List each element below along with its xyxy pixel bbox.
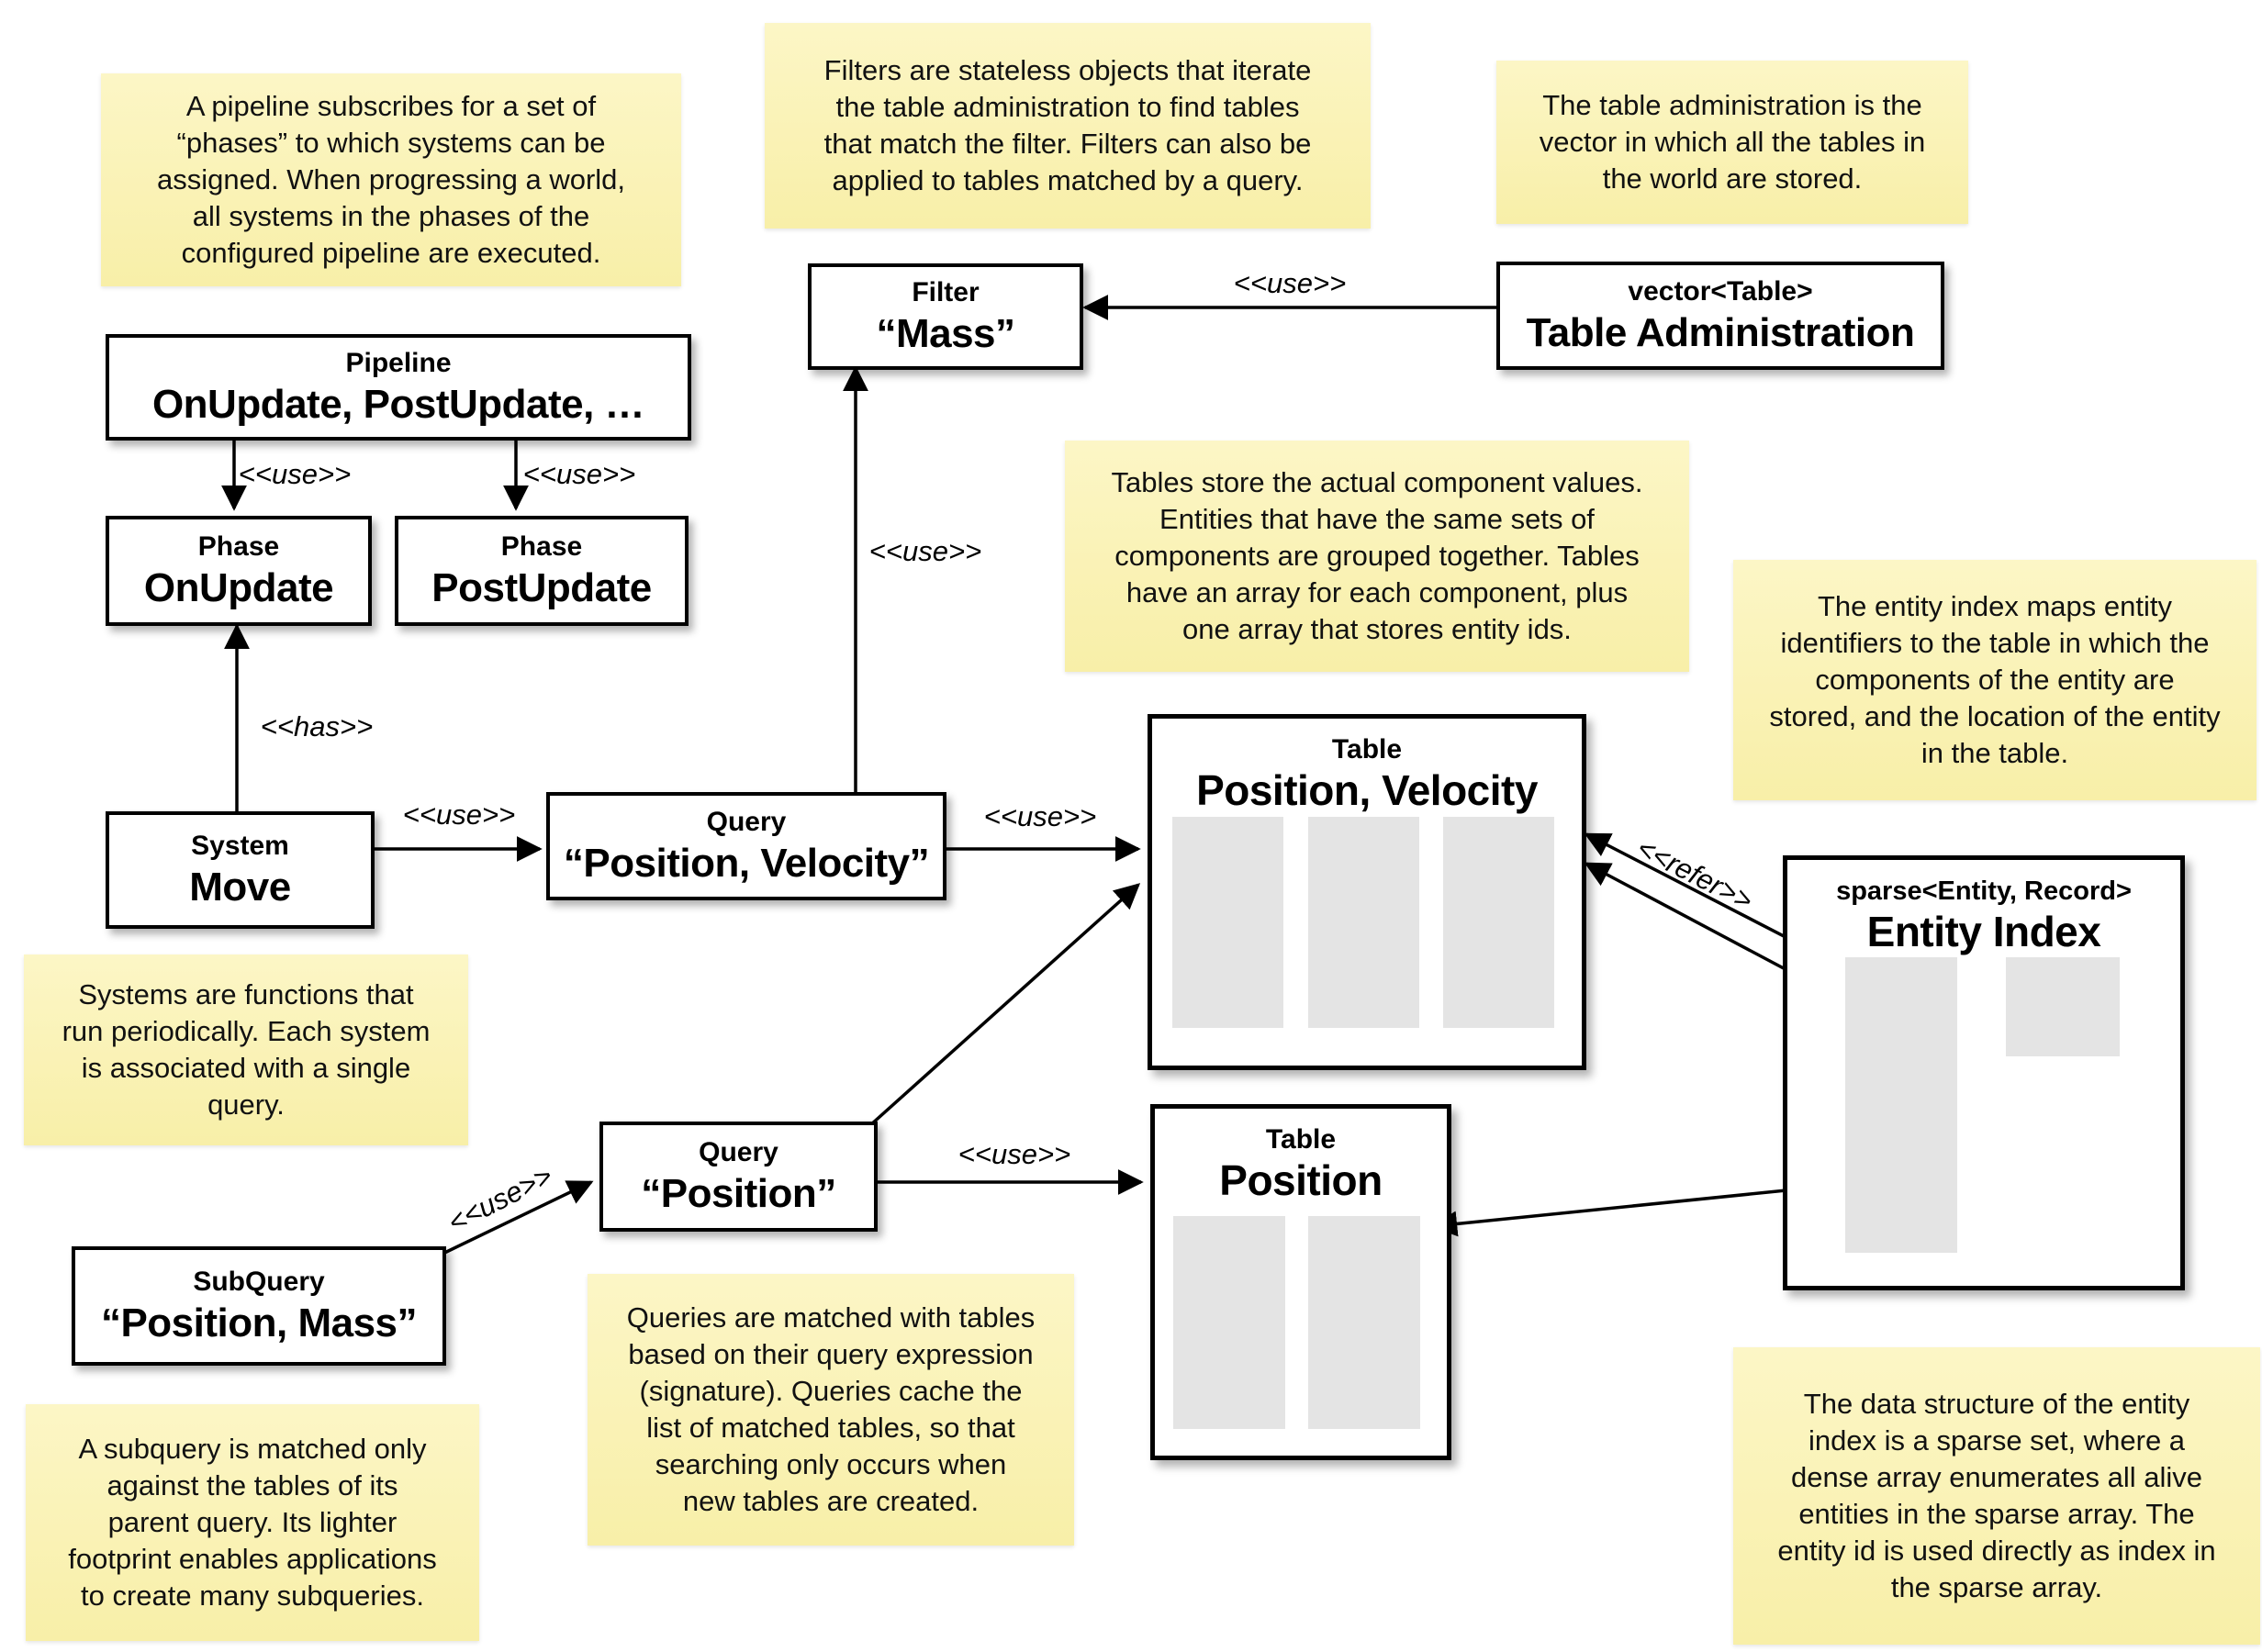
class-box-phase-postupdate: Phase PostUpdate: [395, 516, 689, 626]
note-entity-index: The entity index maps entity identifiers…: [1733, 560, 2256, 800]
stereotype-use-system-query: <<use>>: [402, 798, 516, 831]
subquery-label: “Position, Mass”: [100, 1300, 418, 1345]
stereotype-use-pipeline-postupdate: <<use>>: [522, 458, 636, 490]
phase-postupdate-title: Phase: [500, 530, 583, 562]
pipeline-label: OnUpdate, PostUpdate, …: [151, 381, 645, 427]
class-box-filter: Filter “Mass”: [808, 263, 1083, 370]
note-pipeline: A pipeline subscribes for a set of “phas…: [101, 73, 681, 286]
stereotype-use-pipeline-onupdate: <<use>>: [238, 458, 352, 490]
subquery-title: SubQuery: [193, 1266, 325, 1297]
stereotype-refer-entityindex-table: <<refer>>: [1631, 832, 1758, 918]
system-move-title: System: [191, 830, 289, 861]
entity-index-header: sparse<Entity, Record> Entity Index: [1787, 875, 2180, 955]
table-position-label: Position: [1219, 1156, 1383, 1204]
entity-index: sparse<Entity, Record> Entity Index: [1783, 855, 2185, 1290]
query-position-title: Query: [699, 1136, 778, 1167]
table-administration-label: Table Administration: [1526, 309, 1915, 355]
stereotype-use-tableadmin-filter: <<use>>: [1233, 267, 1347, 299]
entity-index-title: sparse<Entity, Record>: [1836, 876, 2132, 906]
component-array-column: [1443, 817, 1554, 1028]
table-position-title: Table: [1265, 1124, 1337, 1155]
class-box-table-administration: vector<Table> Table Administration: [1496, 262, 1944, 370]
sparse-array-column: [1845, 957, 1957, 1253]
table-administration-title: vector<Table>: [1628, 275, 1813, 307]
class-box-query-position-velocity: Query “Position, Velocity”: [546, 792, 946, 900]
stereotype-use-query-table-position: <<use>>: [957, 1138, 1071, 1170]
table-position-header: Table Position: [1155, 1123, 1447, 1204]
table-position-velocity: Table Position, Velocity: [1148, 714, 1586, 1070]
stereotype-use-subquery-query: <<use>>: [442, 1159, 558, 1239]
stereotype-use-query-table-pv: <<use>>: [983, 800, 1097, 832]
component-array-column: [1308, 817, 1419, 1028]
stereotype-use-query-filter: <<use>>: [868, 535, 982, 567]
arrow-entityindex-to-table-position: [1431, 1183, 1842, 1237]
class-box-pipeline: Pipeline OnUpdate, PostUpdate, …: [106, 334, 691, 441]
note-entity-index-structure: The data structure of the entity index i…: [1733, 1347, 2260, 1645]
filter-label: “Mass”: [876, 310, 1015, 356]
note-tables: Tables store the actual component values…: [1065, 441, 1689, 672]
class-box-system-move: System Move: [106, 811, 375, 929]
class-box-subquery: SubQuery “Position, Mass”: [72, 1246, 446, 1366]
phase-onupdate-title: Phase: [197, 530, 280, 562]
note-systems: Systems are functions that run periodica…: [24, 954, 468, 1145]
dense-array-block: [2006, 957, 2120, 1056]
table-position: Table Position: [1150, 1104, 1451, 1460]
class-box-query-position: Query “Position”: [599, 1122, 878, 1232]
phase-postupdate-label: PostUpdate: [431, 564, 652, 610]
note-filters: Filters are stateless objects that itera…: [765, 23, 1371, 229]
filter-title: Filter: [912, 276, 980, 307]
note-queries: Queries are matched with tables based on…: [588, 1274, 1074, 1546]
table-position-velocity-header: Table Position, Velocity: [1152, 733, 1582, 814]
system-move-label: Move: [189, 864, 291, 910]
stereotype-has-system-phase: <<has>>: [260, 710, 374, 742]
note-subquery: A subquery is matched only against the t…: [26, 1404, 479, 1641]
class-box-phase-onupdate: Phase OnUpdate: [106, 516, 372, 626]
component-array-column: [1172, 817, 1283, 1028]
table-position-velocity-label: Position, Velocity: [1196, 766, 1538, 814]
table-position-velocity-title: Table: [1331, 734, 1403, 765]
arrow-query-position-to-table-pv: [868, 883, 1141, 1127]
component-array-column: [1173, 1216, 1285, 1429]
phase-onupdate-label: OnUpdate: [143, 564, 334, 610]
note-table-administration: The table administration is the vector i…: [1496, 61, 1968, 224]
pipeline-title: Pipeline: [345, 347, 452, 378]
query-position-velocity-title: Query: [706, 806, 787, 837]
component-array-column: [1308, 1216, 1420, 1429]
query-position-label: “Position”: [641, 1170, 836, 1216]
query-position-velocity-label: “Position, Velocity”: [563, 840, 930, 886]
entity-index-label: Entity Index: [1866, 908, 2101, 955]
